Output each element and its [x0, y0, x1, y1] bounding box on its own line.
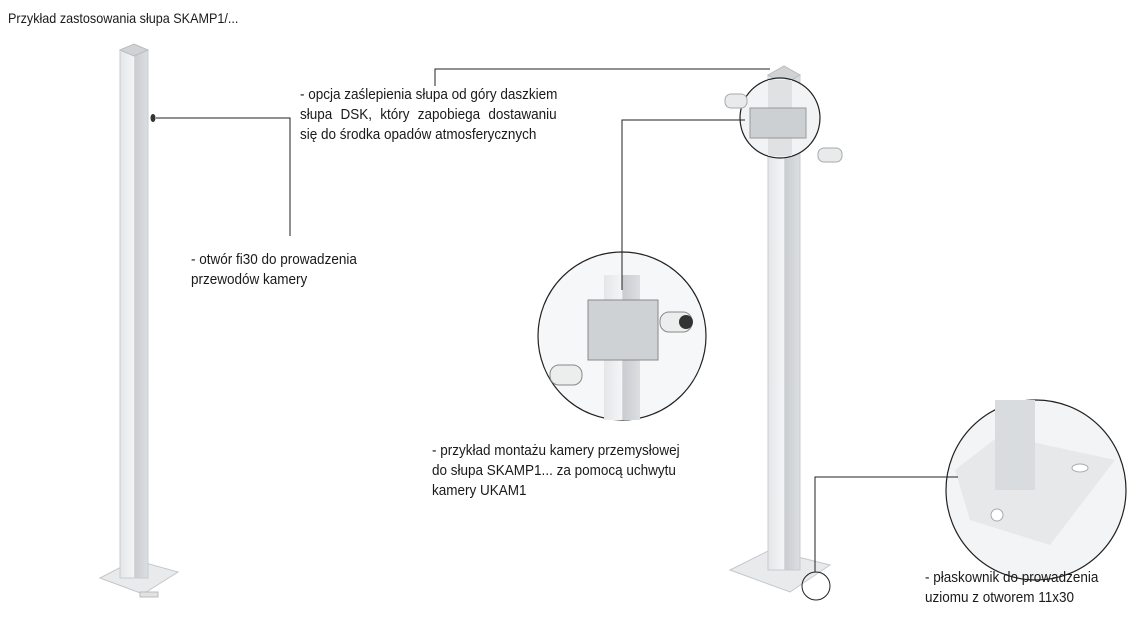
top-detail-circle: [724, 77, 843, 163]
mount-line-1: - przykład montażu kamery przemysłowej: [432, 442, 680, 459]
base-detail-circle: [945, 399, 1127, 581]
cap-line-2: słupa DSK, który zapobiega dostawaniu: [300, 106, 557, 123]
hole-line-2: przewodów kamery: [191, 271, 308, 288]
mount-line-3: kamery UKAM1: [432, 482, 527, 499]
flat-bar-line-1: - płaskownik do prowadzenia: [925, 569, 1099, 586]
flat-bar-annotation: - płaskownik do prowadzenia uziomu z otw…: [925, 568, 1098, 608]
mount-line-2: do słupa SKAMP1... za pomocą uchwytu: [432, 462, 676, 479]
hole-annotation: - otwór fi30 do prowadzenia przewodów ka…: [191, 250, 357, 290]
mount-annotation: - przykład montażu kamery przemysłowej d…: [432, 441, 680, 501]
hole-line-1: - otwór fi30 do prowadzenia: [191, 251, 357, 268]
flat-bar-line-2: uziomu z otworem 11x30: [925, 589, 1075, 606]
leader-lines: [156, 68, 958, 572]
left-pole: [98, 43, 180, 598]
cap-line-1: - opcja zaślepienia słupa od góry daszki…: [300, 86, 558, 103]
cable-hole: [150, 114, 156, 122]
page-title: Przykład zastosowania słupa SKAMP1/...: [8, 10, 239, 26]
mount-detail-circle: [537, 251, 707, 421]
flat-bar-marker-circle: [801, 571, 831, 601]
cap-line-3: się do środka opadów atmosferycznych: [300, 126, 537, 143]
cap-annotation: - opcja zaślepienia słupa od góry daszki…: [300, 85, 557, 145]
